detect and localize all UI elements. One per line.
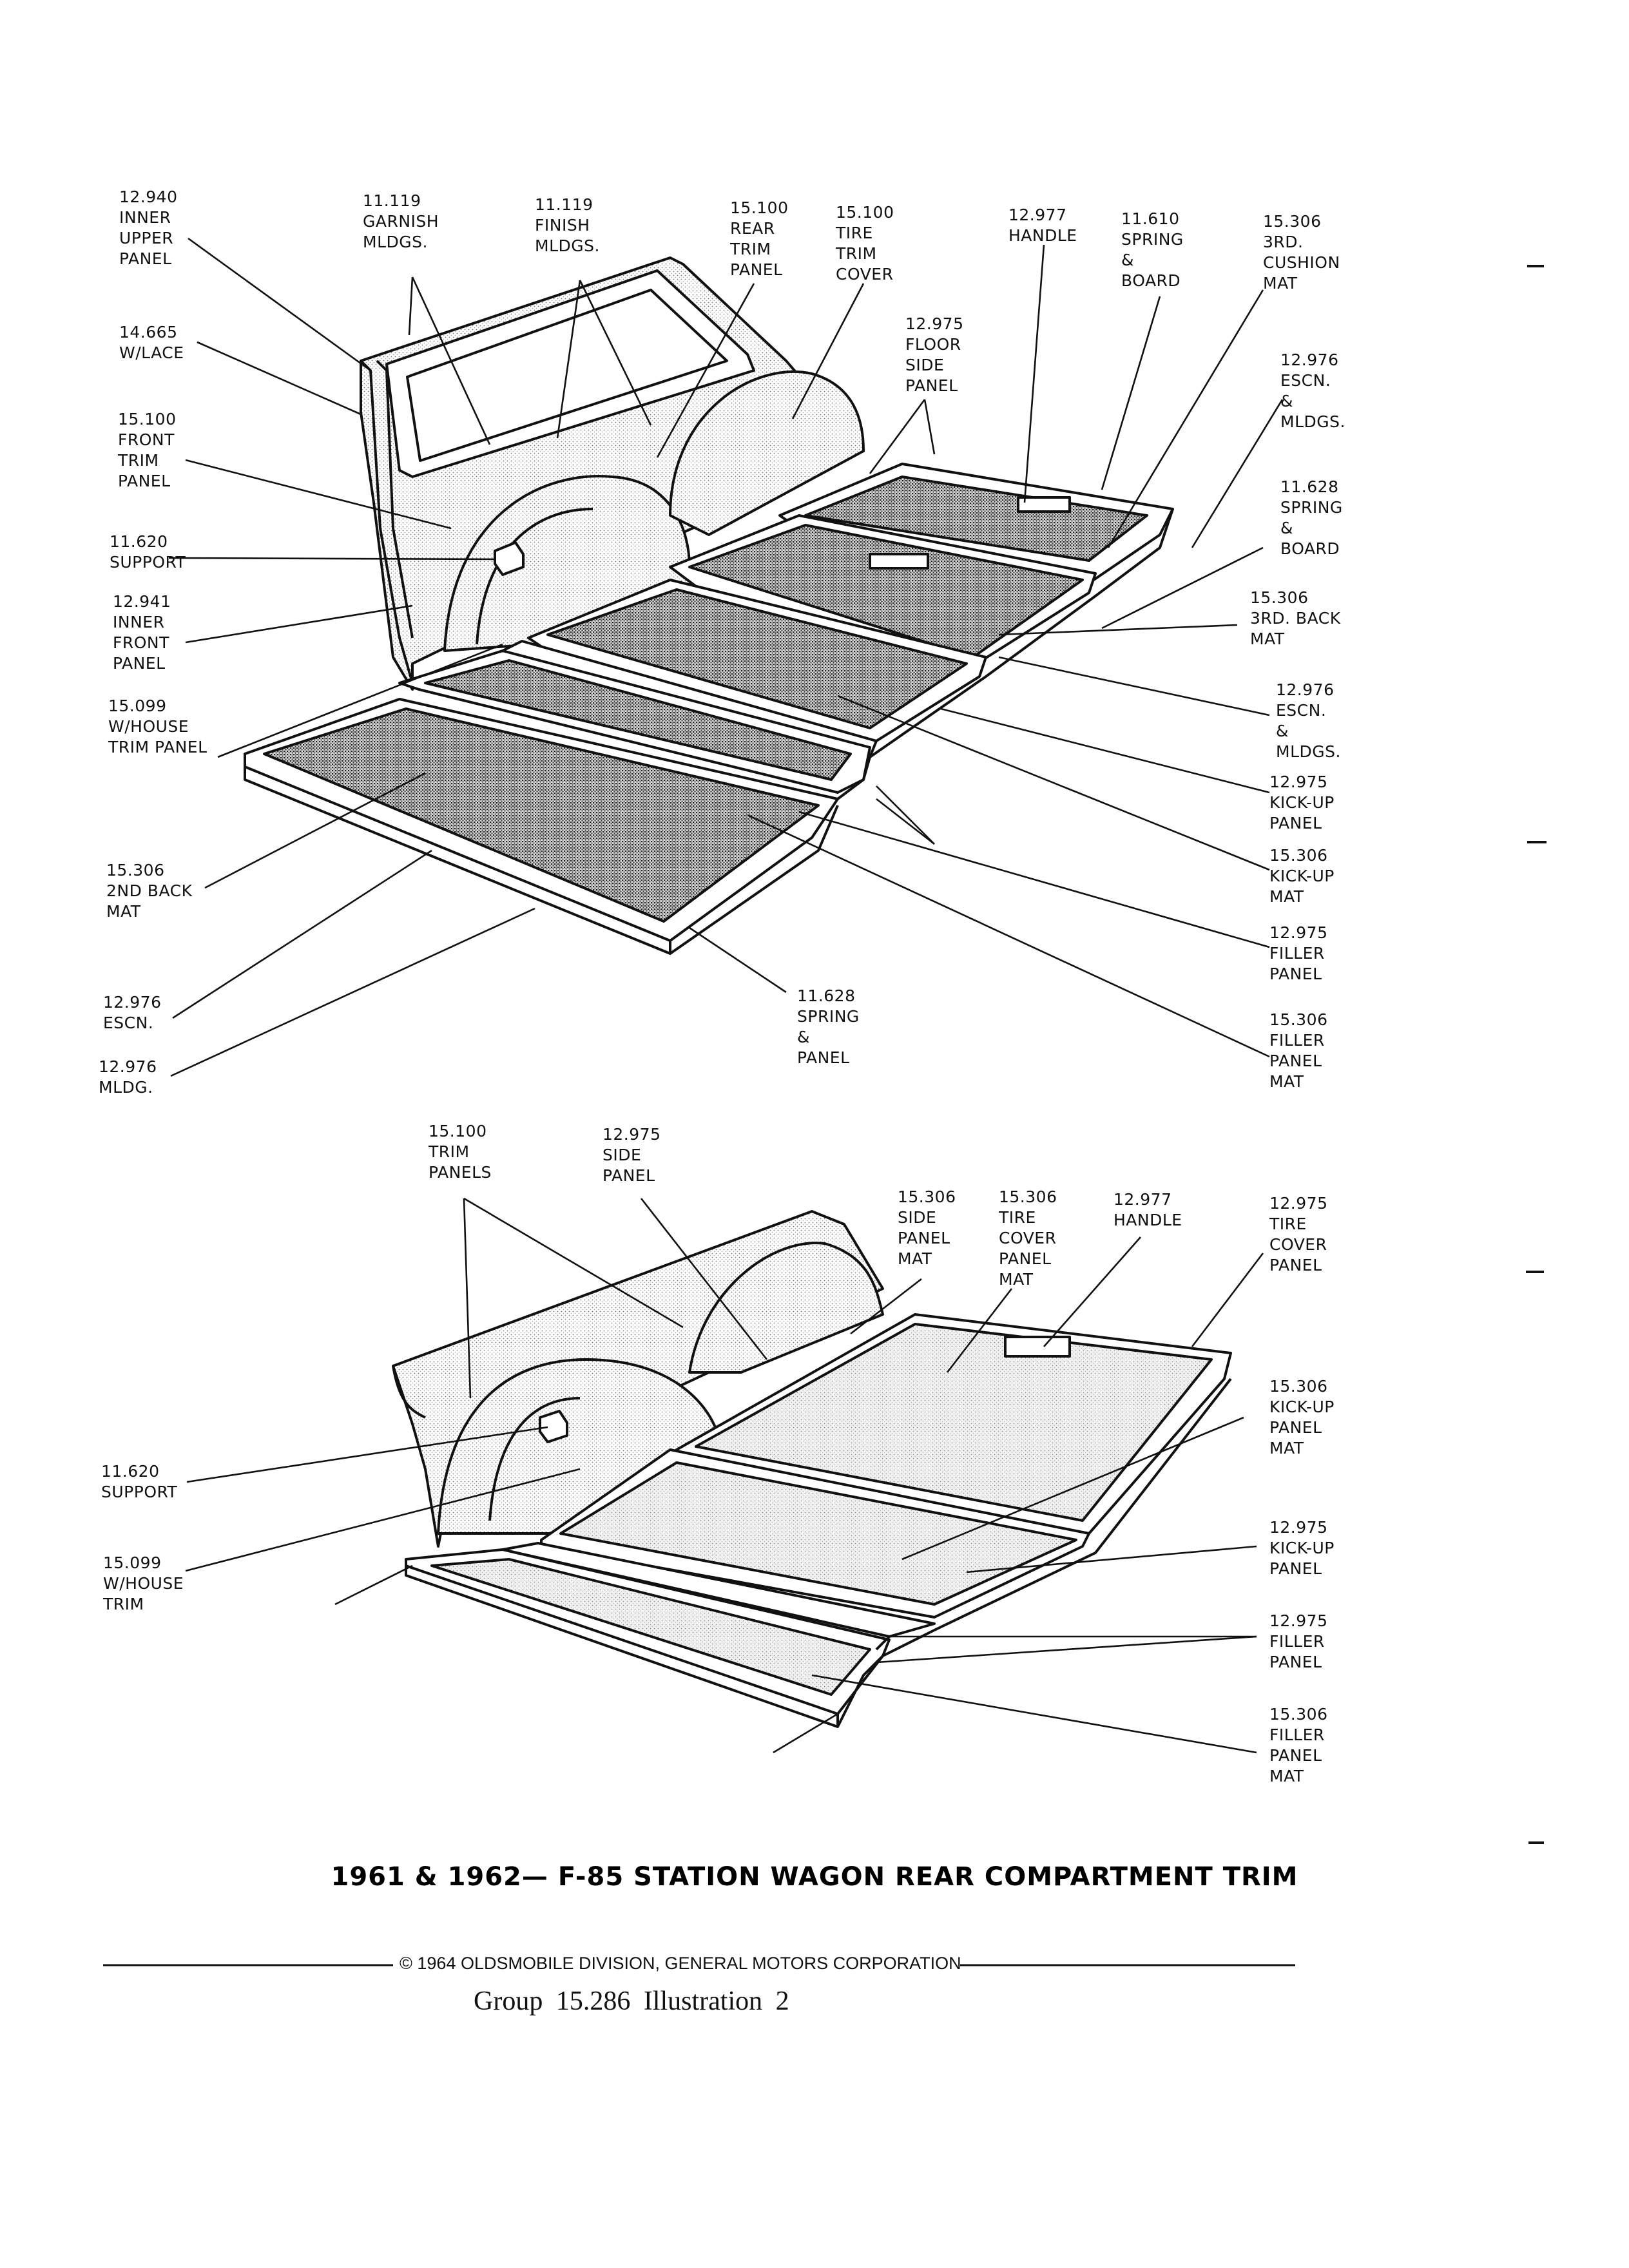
copyright-line: © 1964 OLDSMOBILE DIVISION, GENERAL MOTO… (400, 1954, 961, 1973)
label-kickup-panel-lower: 12.975 KICK-UP PANEL (1269, 1518, 1335, 1578)
upper-handle-2 (869, 553, 929, 570)
label-trim-panels: 15.100 TRIM PANELS (429, 1122, 492, 1182)
margin-tick (1526, 1271, 1544, 1273)
margin-tick (1527, 841, 1547, 843)
margin-tick (1527, 265, 1544, 267)
unused-leader (876, 780, 1095, 805)
label-third-back-mat: 15.306 3RD. BACK MAT (1250, 588, 1341, 648)
upper-handle-recess (1017, 496, 1071, 513)
label-filler-panel-mat-lower: 15.306 FILLER PANEL MAT (1269, 1705, 1328, 1785)
group-illustration-line: Group 15.286 Illustration 2 (474, 1986, 789, 2016)
lower-leader-lines (185, 1197, 1264, 1754)
lower-filler-panel (501, 1542, 936, 1638)
label-escn-mldgs-lower: 12.976 ESCN. & MLDGS. (1276, 680, 1341, 761)
label-side-panel-mat: 15.306 SIDE PANEL MAT (898, 1187, 956, 1268)
label-tire-cover-panel-mat: 15.306 TIRE COVER PANEL MAT (999, 1187, 1057, 1289)
label-floor-side-panel: 12.975 FLOOR SIDE PANEL (905, 314, 964, 395)
margin-tick (1528, 1841, 1544, 1844)
label-garnish-mldgs: 11.119 GARNISH MLDGS. (363, 191, 439, 251)
wheelhouse-rear (669, 370, 865, 536)
label-handle-upper: 12.977 HANDLE (1008, 206, 1077, 245)
label-spring-board-upper: 11.610 SPRING & BOARD (1121, 209, 1184, 290)
page-title: 1961 & 1962— F-85 STATION WAGON REAR COM… (331, 1862, 1298, 1892)
label-tire-cover-panel: 12.975 TIRE COVER PANEL (1269, 1194, 1328, 1274)
label-escn-mldgs-upper: 12.976 ESCN. & MLDGS. (1280, 351, 1345, 431)
upper-view-drawing (244, 256, 1174, 955)
label-rear-trim-panel: 15.100 REAR TRIM PANEL (730, 198, 789, 279)
label-escn: 12.976 ESCN. (103, 993, 162, 1032)
label-mldg: 12.976 MLDG. (99, 1057, 157, 1097)
label-second-back-mat: 15.306 2ND BACK MAT (106, 861, 193, 921)
label-tire-trim-cover: 15.100 TIRE TRIM COVER (836, 203, 894, 284)
label-kickup-mat-upper: 15.306 KICK-UP MAT (1269, 846, 1335, 906)
label-handle-lower: 12.977 HANDLE (1113, 1190, 1182, 1229)
label-support-lower: 11.620 SUPPORT (101, 1462, 178, 1501)
label-w-house-trim-lower: 15.099 W/HOUSE TRIM (103, 1553, 184, 1613)
label-kickup-panel-mat-lower: 15.306 KICK-UP PANEL MAT (1269, 1377, 1335, 1457)
lower-support-block (539, 1410, 568, 1443)
label-front-trim-panel: 15.100 FRONT TRIM PANEL (118, 410, 177, 490)
label-w-lace: 14.665 W/LACE (119, 323, 184, 362)
label-spring-board-mid: 11.628 SPRING & BOARD (1280, 477, 1343, 558)
label-filler-panel-mat-upper: 15.306 FILLER PANEL MAT (1269, 1010, 1328, 1091)
label-filler-panel-upper: 12.975 FILLER PANEL (1269, 923, 1328, 983)
label-third-cushion-mat: 15.306 3RD. CUSHION MAT (1263, 212, 1340, 293)
label-inner-upper-panel: 12.940 INNER UPPER PANEL (119, 187, 178, 268)
label-w-house-trim-panel: 15.099 W/HOUSE TRIM PANEL (108, 697, 207, 756)
lower-view-drawing (392, 1210, 1232, 1728)
label-finish-mldgs: 11.119 FINISH MLDGS. (535, 195, 600, 255)
label-support-upper: 11.620 SUPPORT (110, 532, 186, 572)
label-inner-front-panel: 12.941 INNER FRONT PANEL (113, 592, 171, 673)
label-kickup-panel-upper: 12.975 KICK-UP PANEL (1269, 773, 1335, 832)
lower-wheelhouse-rear (688, 1242, 884, 1374)
support-block (494, 541, 525, 576)
label-filler-panel-lower: 12.975 FILLER PANEL (1269, 1611, 1328, 1671)
label-spring-panel: 11.628 SPRING & PANEL (797, 986, 860, 1067)
lower-handle-recess (1004, 1336, 1071, 1358)
label-side-panel: 12.975 SIDE PANEL (602, 1125, 661, 1185)
upper-leader-lines (168, 237, 1284, 1077)
